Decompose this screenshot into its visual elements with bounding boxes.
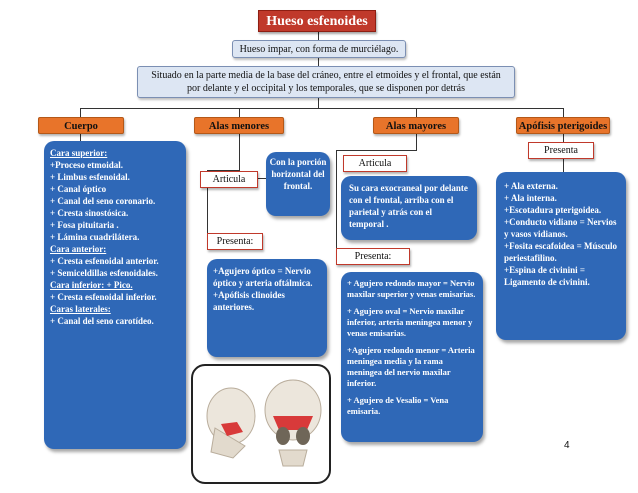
connector: [239, 108, 240, 117]
apofisis-item: + Ala externa.: [504, 181, 558, 191]
connector: [318, 98, 319, 108]
connector: [318, 32, 319, 40]
connector: [207, 170, 240, 171]
cuerpo-item: + Limbus esfenoidal.: [50, 172, 130, 182]
cuerpo-item: + Canal del seno carotídeo.: [50, 316, 154, 326]
connector: [563, 108, 564, 117]
cuerpo-item: + Fosa pituitaria .: [50, 220, 119, 230]
diagram-title: Hueso esfenoides: [258, 10, 376, 32]
branch-alas-mayores: Alas mayores: [373, 117, 459, 134]
alas-menores-articula-box: Con la porción horizontal del frontal.: [266, 152, 330, 216]
apofisis-item: +Fosita escafoidea = Músculo periestafil…: [504, 241, 617, 263]
alas-menores-articula-label: Articula: [200, 171, 258, 188]
apofisis-item: + Ala interna.: [504, 193, 557, 203]
alas-mayores-item: + Agujero de Vesalio = Vena emisaria.: [347, 395, 449, 416]
cuerpo-item: + Canal óptico: [50, 184, 107, 194]
cuerpo-item: +Proceso etmoidal.: [50, 160, 123, 170]
skull-illustration: [206, 379, 322, 467]
branch-alas-menores: Alas menores: [194, 117, 284, 134]
alas-mayores-articula-label: Articula: [343, 155, 407, 172]
cuerpo-item: Cara inferior: + Pico.: [50, 280, 133, 290]
cuerpo-item: Caras laterales:: [50, 304, 111, 314]
connector: [563, 158, 564, 172]
apofisis-item: +Espina de civinini = Ligamento de civin…: [504, 265, 590, 287]
connector: [563, 134, 564, 142]
skull-image-frame: [191, 364, 331, 484]
apofisis-item: +Conducto vidiano = Nervios y vasos vidi…: [504, 217, 617, 239]
alas-menores-item: +Apófisis clinoides anteriores.: [213, 290, 285, 312]
cuerpo-box: Cara superior: +Proceso etmoidal. + Limb…: [44, 141, 186, 449]
alas-menores-presenta-box: +Agujero óptico = Nervio óptico y arteri…: [207, 259, 327, 357]
connector: [416, 108, 417, 117]
alas-mayores-presenta-box: + Agujero redondo mayor = Nervio maxilar…: [341, 272, 483, 442]
cuerpo-item: + Semiceldillas esfenoidales.: [50, 268, 158, 278]
cuerpo-item: + Cresta esfenoidal inferior.: [50, 292, 157, 302]
connector: [207, 170, 208, 236]
apofisis-item: +Escotadura pterigoidea.: [504, 205, 602, 215]
connector: [336, 150, 417, 151]
cuerpo-item: + Cresta esfenoidal anterior.: [50, 256, 159, 266]
branch-apofisis: Apófisis pterigoides: [516, 117, 610, 134]
connector: [80, 108, 564, 109]
connector: [258, 178, 266, 179]
branch-cuerpo: Cuerpo: [38, 117, 124, 134]
connector: [318, 58, 319, 66]
cuerpo-item: + Lámina cuadrilátera.: [50, 232, 140, 242]
connector: [239, 134, 240, 170]
connector: [80, 108, 81, 117]
page-number: 4: [564, 440, 570, 451]
cuerpo-item: Cara anterior:: [50, 244, 107, 254]
apofisis-box: + Ala externa. + Ala interna. +Escotadur…: [496, 172, 626, 340]
connector: [416, 134, 417, 150]
alas-mayores-item: + Agujero redondo mayor = Nervio maxilar…: [347, 278, 476, 299]
description-box: Situado en la parte media de la base del…: [137, 66, 515, 98]
alas-mayores-item: + Agujero oval = Nervio maxilar inferior…: [347, 306, 473, 338]
cuerpo-item: Cara superior:: [50, 148, 108, 158]
alas-menores-item: +Agujero óptico = Nervio óptico y arteri…: [213, 266, 313, 288]
connector: [336, 150, 337, 256]
cuerpo-item: + Cresta sinostósica.: [50, 208, 129, 218]
cuerpo-item: + Canal del seno coronario.: [50, 196, 156, 206]
alas-mayores-articula-box: Su cara exocraneal por delante con el fr…: [341, 176, 477, 240]
alas-mayores-item: +Agujero redondo menor = Arteria meninge…: [347, 345, 475, 388]
alas-mayores-presenta-label: Presenta:: [336, 248, 410, 265]
apofisis-presenta-label: Presenta: [528, 142, 594, 159]
subtitle-box: Hueso impar, con forma de murciélago.: [232, 40, 406, 58]
connector: [80, 134, 81, 141]
alas-menores-presenta-label: Presenta:: [207, 233, 263, 250]
